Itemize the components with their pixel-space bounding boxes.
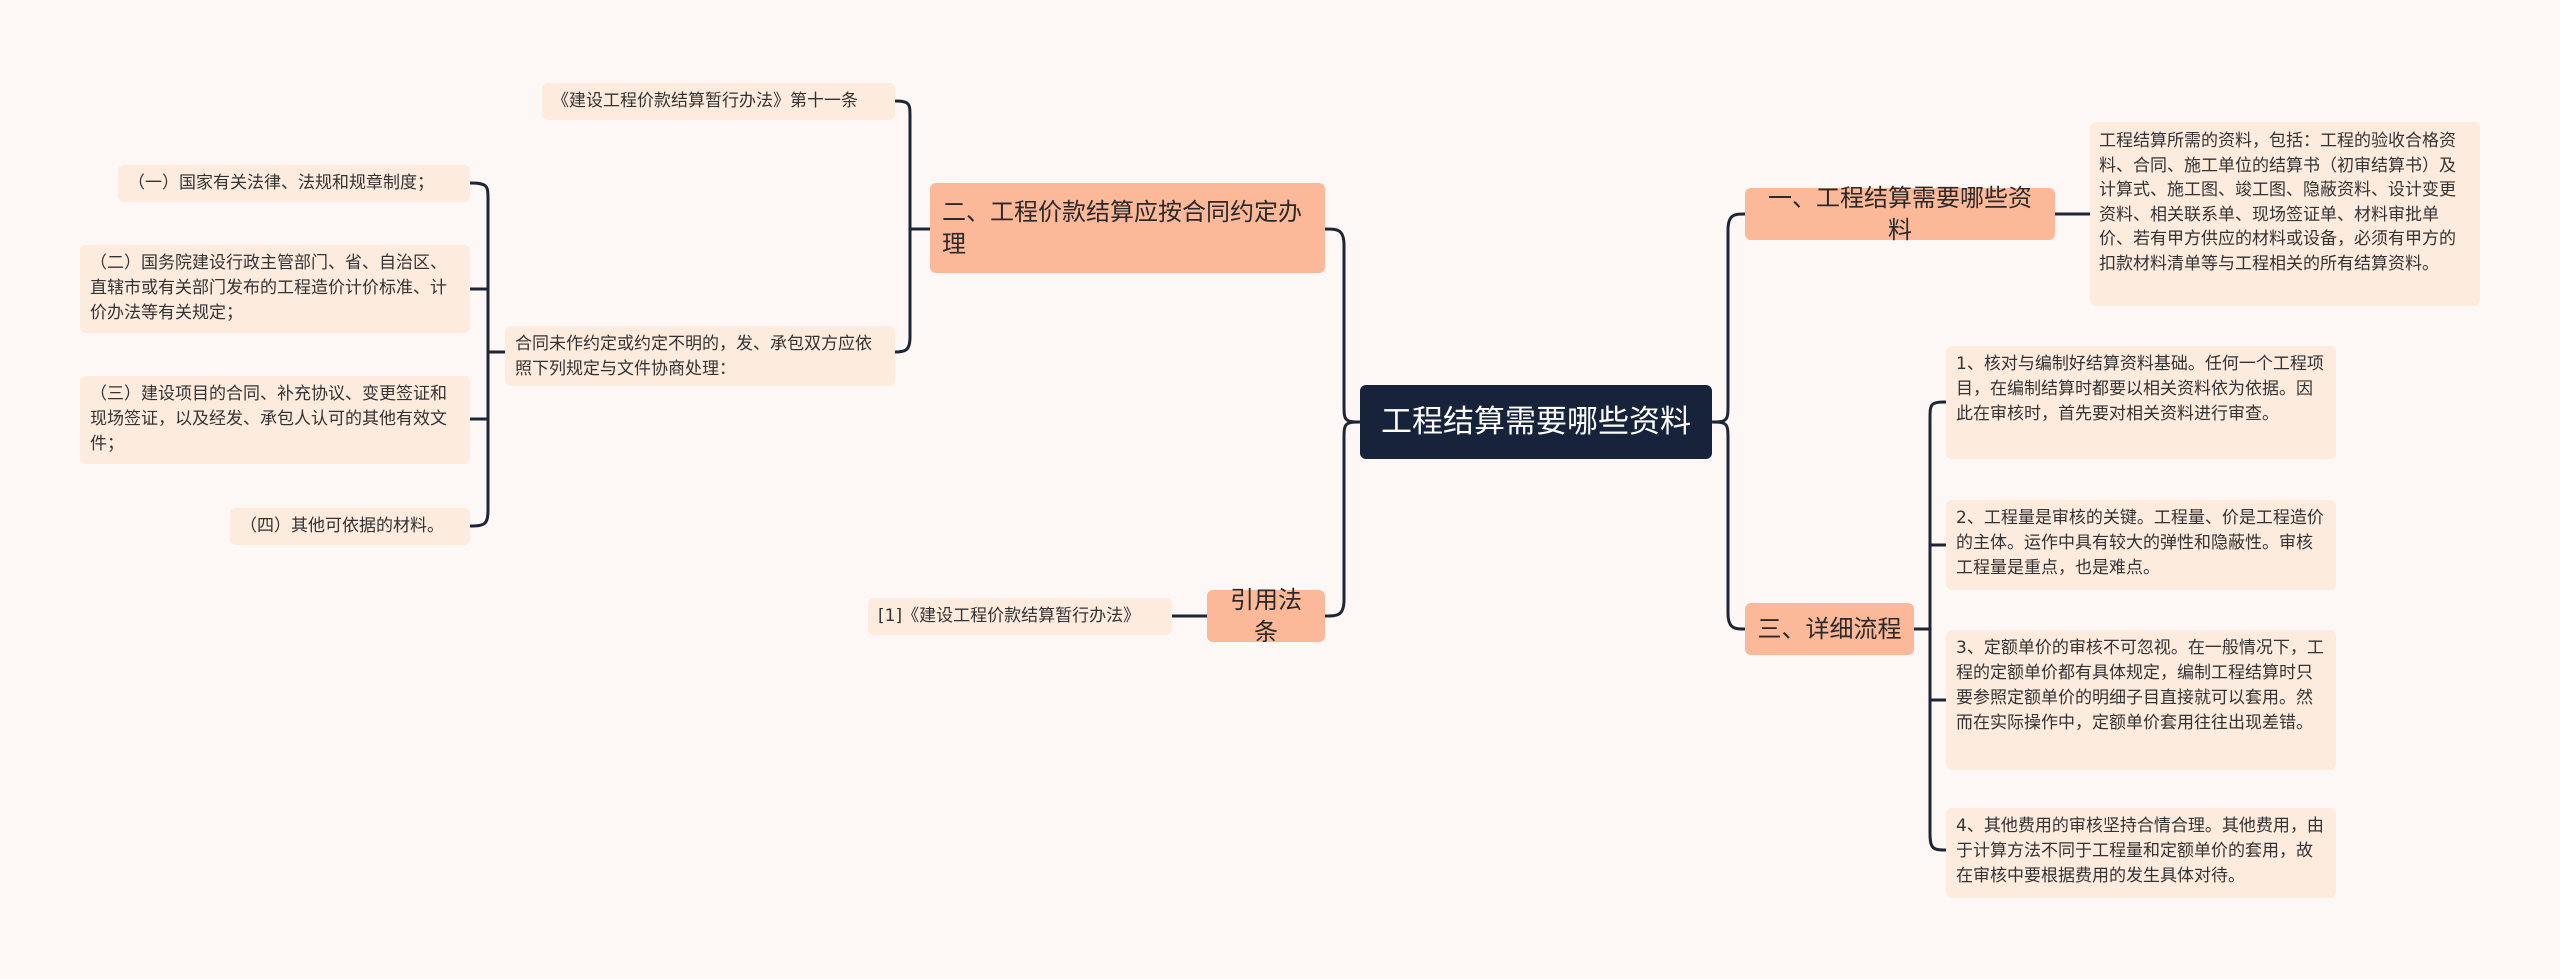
root-topic[interactable]: 工程结算需要哪些资料 [1360, 385, 1712, 459]
source-2[interactable]: （二）国务院建设行政主管部门、省、自治区、直辖市或有关部门发布的工程造价计价标准… [80, 245, 470, 333]
link-root-citations [1323, 420, 1362, 618]
source-1[interactable]: （一）国家有关法律、法规和规章制度； [118, 165, 470, 202]
link-section2-spine [893, 99, 912, 354]
citation-item[interactable]: [1]《建设工程价款结算暂行办法》 [868, 598, 1172, 635]
agreement-clause[interactable]: 合同未作约定或约定不明的，发、承包双方应依照下列规定与文件协商处理： [505, 326, 895, 386]
source-4[interactable]: （四）其他可依据的材料。 [230, 508, 470, 545]
step-4[interactable]: 4、其他费用的审核坚持合情合理。其他费用，由于计算方法不同于工程量和定额单价的套… [1946, 808, 2336, 898]
section1-detail[interactable]: 工程结算所需的资料，包括：工程的验收合格资料、合同、施工单位的结算书（初审结算书… [2090, 122, 2480, 306]
section2-topic[interactable]: 二、工程价款结算应按合同约定办理 [930, 183, 1325, 273]
article-reference[interactable]: 《建设工程价款结算暂行办法》第十一条 [542, 83, 895, 120]
link-root-section3 [1710, 420, 1747, 631]
link-sources-spine [468, 181, 490, 528]
link-root-section1 [1710, 212, 1747, 424]
link-root-section2 [1323, 227, 1362, 424]
citations-topic[interactable]: 引用法条 [1207, 586, 1325, 646]
source-3[interactable]: （三）建设项目的合同、补充协议、变更签证和现场签证，以及经发、承包人认可的其他有… [80, 376, 470, 464]
section1-topic[interactable]: 一、工程结算需要哪些资料 [1745, 184, 2055, 244]
step-1[interactable]: 1、核对与编制好结算资料基础。任何一个工程项目，在编制结算时都要以相关资料依为依… [1946, 346, 2336, 459]
section3-topic[interactable]: 三、详细流程 [1745, 603, 1914, 655]
link-steps-spine [1928, 400, 1948, 852]
step-3[interactable]: 3、定额单价的审核不可忽视。在一般情况下，工程的定额单价都有具体规定，编制工程结… [1946, 630, 2336, 770]
step-2[interactable]: 2、工程量是审核的关键。工程量、价是工程造价的主体。运作中具有较大的弹性和隐蔽性… [1946, 500, 2336, 590]
